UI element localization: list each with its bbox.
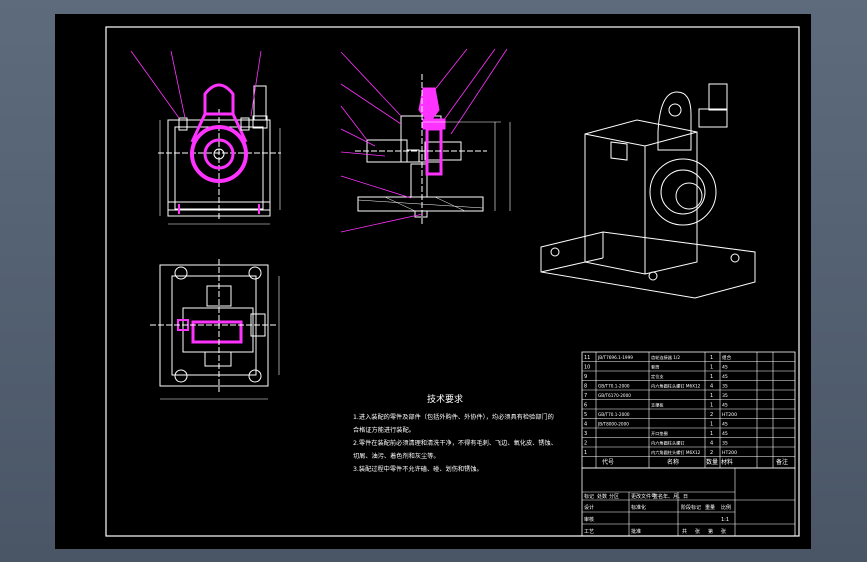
table-cell-num: 10 xyxy=(584,365,590,371)
table-cell-num: 5 xyxy=(584,412,587,418)
tb-total: 共 xyxy=(682,528,687,535)
table-cell-material: HT200 xyxy=(722,412,737,418)
table-cell-code: GB/T70.1-2000 xyxy=(598,384,630,389)
tb-mark: 标记 xyxy=(584,493,594,500)
table-cell-qty: 1 xyxy=(710,355,713,361)
table-cell-qty: 1 xyxy=(710,422,713,428)
tech-req-line: 切屑、油污、着色剂和灰尘等。 xyxy=(353,452,440,460)
table-cell-num: 6 xyxy=(584,403,587,409)
table-cell-num: 3 xyxy=(584,431,587,437)
table-cell-material: 45 xyxy=(722,422,728,428)
tb-process: 工艺 xyxy=(584,529,594,535)
table-cell-code: GB/T6170-2000 xyxy=(598,393,631,398)
drawing-border xyxy=(105,26,800,537)
tech-req-line: 2.零件在装配前必须清理和清洗干净，不得有毛刺、飞边、氧化皮、锈蚀、 xyxy=(353,439,557,447)
tb-count: 处数 xyxy=(597,493,607,500)
table-cell-name: 支撑板 xyxy=(651,402,664,409)
table-cell-code: GB/T70.1-2000 xyxy=(598,412,630,417)
section-view xyxy=(340,48,511,233)
drawing-canvas: 技术要求 1.进入装配的零件及部件（包括外购件、外协件），均必须具有检验部门的 … xyxy=(105,26,800,537)
tech-requirements: 技术要求 1.进入装配的零件及部件（包括外购件、外协件），均必须具有检验部门的 … xyxy=(353,393,557,473)
tech-req-title: 技术要求 xyxy=(427,393,463,405)
table-cell-material: 45 xyxy=(722,431,728,437)
table-cell-material: HT200 xyxy=(722,450,737,456)
table-cell-name: 内六角圆柱头螺钉 M6X12 xyxy=(651,449,701,456)
table-cell-num: 4 xyxy=(584,422,587,428)
table-cell-material: 45 xyxy=(722,365,728,371)
tech-req-line: 3.装配过程中零件不允许磕、碰、划伤和锈蚀。 xyxy=(353,465,483,473)
tb-approve: 批准 xyxy=(631,528,641,535)
tb-scale: 比例 xyxy=(721,504,731,511)
tb-design: 设计 xyxy=(584,504,594,511)
front-view xyxy=(130,50,281,225)
table-cell-qty: 1 xyxy=(710,374,713,380)
table-cell-num: 1 xyxy=(584,450,587,456)
tb-sign: 签名 xyxy=(653,493,663,500)
tb-sheet: 张 xyxy=(721,528,726,535)
tb-date: 年、月、日 xyxy=(663,493,688,500)
table-cell-num: 7 xyxy=(584,393,587,399)
isometric-view xyxy=(540,83,756,299)
table-cell-qty: 1 xyxy=(710,365,713,371)
bom-header-name: 名称 xyxy=(667,458,679,466)
tech-req-line: 合格证方能进行装配。 xyxy=(353,426,415,434)
table-cell-num: 2 xyxy=(584,441,587,447)
table-cell-name: 内六角圆柱头螺钉 M6X12 xyxy=(651,383,701,390)
table-cell-num: 9 xyxy=(584,374,587,380)
table-cell-name: 齿轮连接器 1/2 xyxy=(651,354,680,361)
table-cell-material: 组合 xyxy=(722,354,732,361)
tb-sheet-no: 第 xyxy=(708,528,713,535)
table-cell-qty: 1 xyxy=(710,403,713,409)
bom-header-code: 代号 xyxy=(602,458,614,466)
table-cell-qty: 2 xyxy=(710,412,713,418)
tb-weight: 重量 xyxy=(705,504,715,511)
bom-header-note: 备注 xyxy=(776,458,788,466)
table-cell-name: 定位支 xyxy=(651,373,664,380)
bom-header-qty: 数量 xyxy=(706,458,718,466)
table-cell-code: JB/T8000-2000 xyxy=(597,422,629,427)
table-cell-code: JB/T7696.1-1999 xyxy=(597,355,633,360)
table-cell-name: 内六角圆柱头螺钉 xyxy=(651,440,685,447)
tb-zone: 分区 xyxy=(609,493,619,500)
tb-stage: 阶段标记 xyxy=(681,504,701,511)
tb-sheets: 张 xyxy=(695,528,700,535)
table-cell-name: 套筒 xyxy=(651,364,659,371)
tb-standard: 标准化 xyxy=(631,504,646,511)
table-cell-qty: 4 xyxy=(710,384,713,390)
table-cell-num: 11 xyxy=(584,355,590,361)
tb-review: 审核 xyxy=(584,516,594,523)
table-cell-qty: 2 xyxy=(710,450,713,456)
table-cell-material: 35 xyxy=(722,393,728,399)
tb-scale-value: 1:1 xyxy=(721,517,729,523)
cad-viewport[interactable]: 技术要求 1.进入装配的零件及部件（包括外购件、外协件），均必须具有检验部门的 … xyxy=(55,14,811,549)
bom-header-material: 材料 xyxy=(721,458,733,466)
tech-req-line: 1.进入装配的零件及部件（包括外购件、外协件），均必须具有检验部门的 xyxy=(353,413,554,421)
table-cell-qty: 1 xyxy=(710,393,713,399)
tb-change-doc: 更改文件号 xyxy=(631,493,656,500)
table-cell-material: 35 xyxy=(722,384,728,390)
table-cell-num: 8 xyxy=(584,384,587,390)
table-cell-qty: 1 xyxy=(710,431,713,437)
table-cell-qty: 4 xyxy=(710,441,713,447)
top-view xyxy=(150,259,280,400)
table-cell-material: 45 xyxy=(722,403,728,409)
title-block: 标记 处数 分区 更改文件号 签名 年、月、日 设计 标准化 阶段标记 重量 比… xyxy=(581,467,796,537)
table-cell-material: 35 xyxy=(722,441,728,447)
table-cell-material: 45 xyxy=(722,374,728,380)
table-cell-name: 开口垫圈 xyxy=(651,430,668,437)
